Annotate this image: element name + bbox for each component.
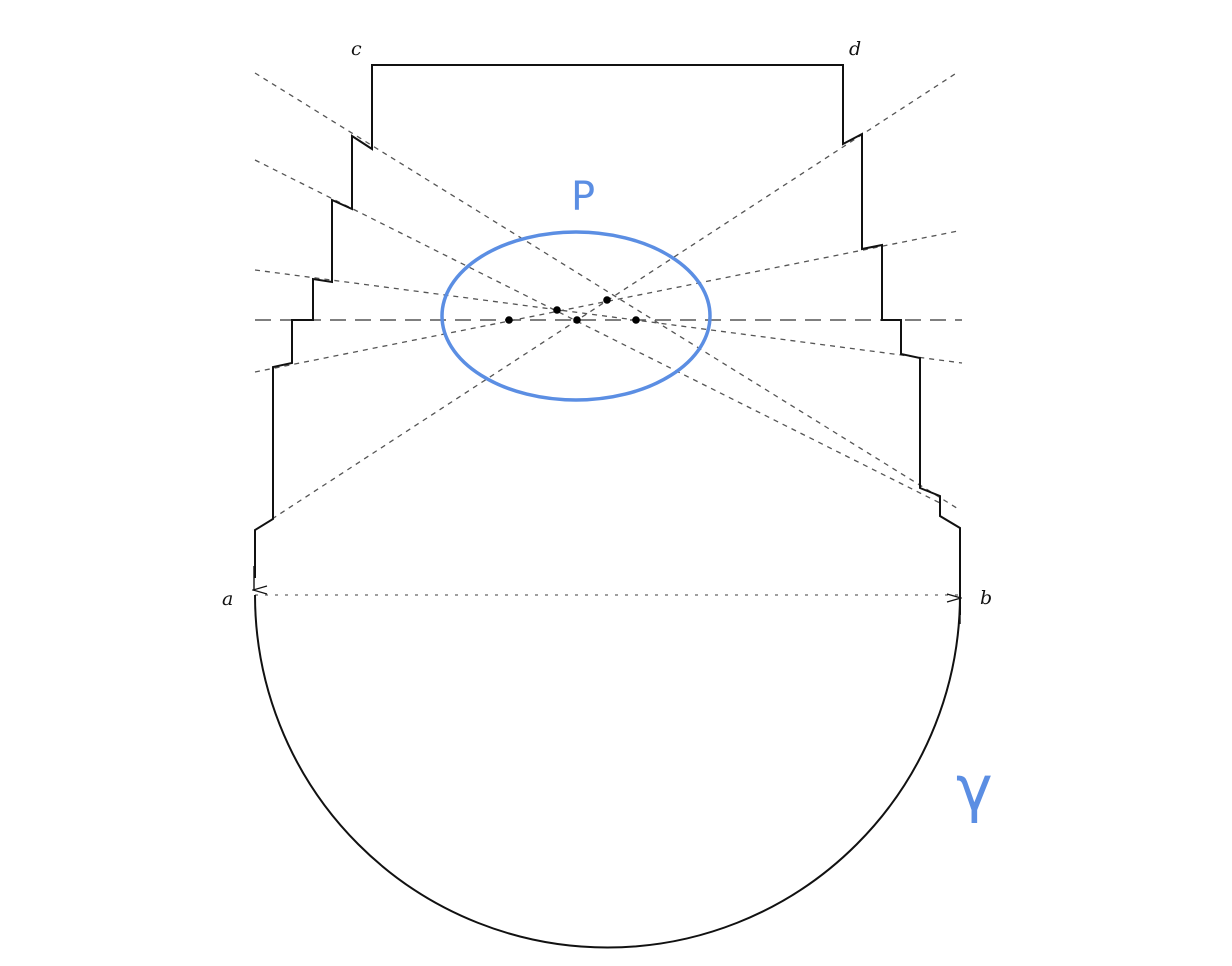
label-a: a	[222, 588, 233, 610]
stepped-outline	[254, 64, 961, 615]
ray-3	[254, 269, 963, 364]
semicircle-arc	[254, 594, 961, 949]
curve-gamma-label: γ	[956, 752, 993, 825]
point-4	[603, 296, 611, 304]
ray-5	[271, 71, 959, 520]
region-p-ellipse	[440, 230, 712, 402]
label-c: c	[351, 38, 362, 60]
label-d: d	[849, 38, 861, 60]
ray-2	[254, 159, 941, 504]
dashed-rays	[254, 71, 963, 596]
point-2	[553, 306, 561, 314]
ray-1	[254, 72, 961, 511]
label-b: b	[980, 587, 992, 609]
point-5	[632, 316, 640, 324]
point-3	[573, 316, 581, 324]
point-1	[505, 316, 513, 324]
region-p-label: P	[571, 174, 595, 220]
interior-points	[505, 296, 640, 324]
